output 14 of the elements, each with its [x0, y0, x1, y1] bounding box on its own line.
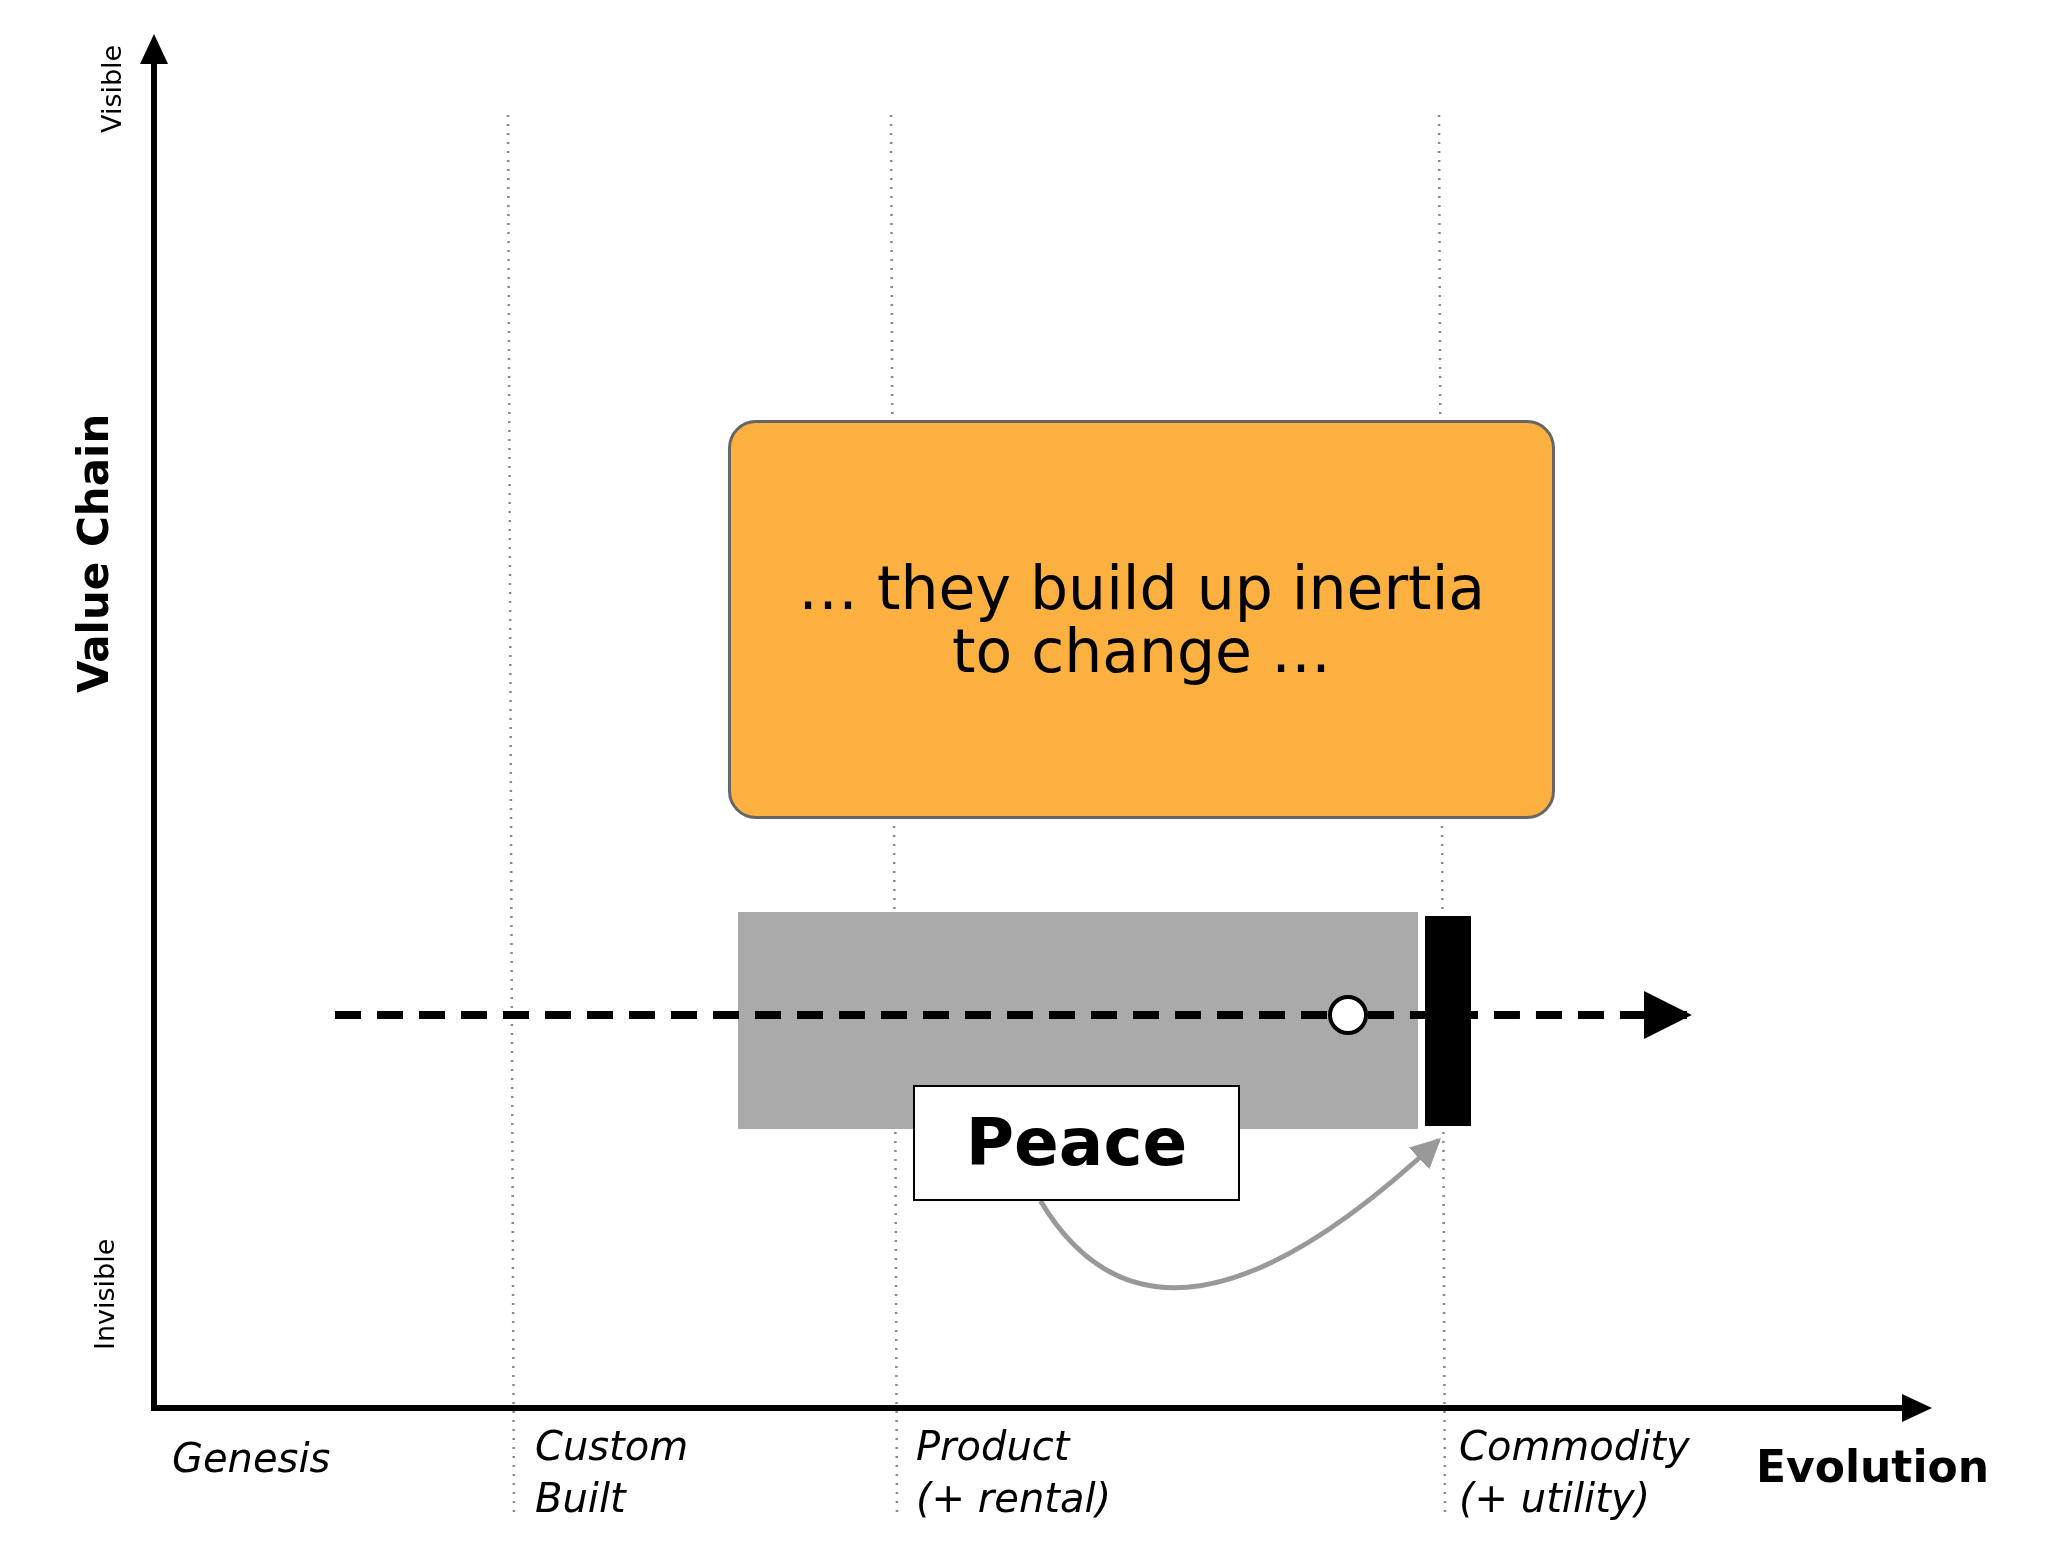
component-circle [1327, 995, 1368, 1036]
axis-end-label: Invisible [91, 1238, 118, 1350]
stage-label: Custom Built [535, 1422, 690, 1523]
stage-label: Product (+ rental) [916, 1422, 1113, 1523]
inertia-bar [1425, 916, 1471, 1126]
axis-title: Value Chain [73, 413, 115, 693]
stage-label: Commodity (+ utility) [1459, 1422, 1691, 1523]
note-box: … they build up inertia to change … [728, 420, 1555, 819]
stage-label: Genesis [172, 1434, 331, 1483]
dashed-evolution-arrow [1367, 991, 1692, 1039]
axis-title: Evolution [1756, 1440, 1990, 1494]
label-box: Peace [913, 1085, 1240, 1201]
axis-end-label: Visible [98, 44, 125, 133]
curved-arrow [1038, 1138, 1442, 1291]
